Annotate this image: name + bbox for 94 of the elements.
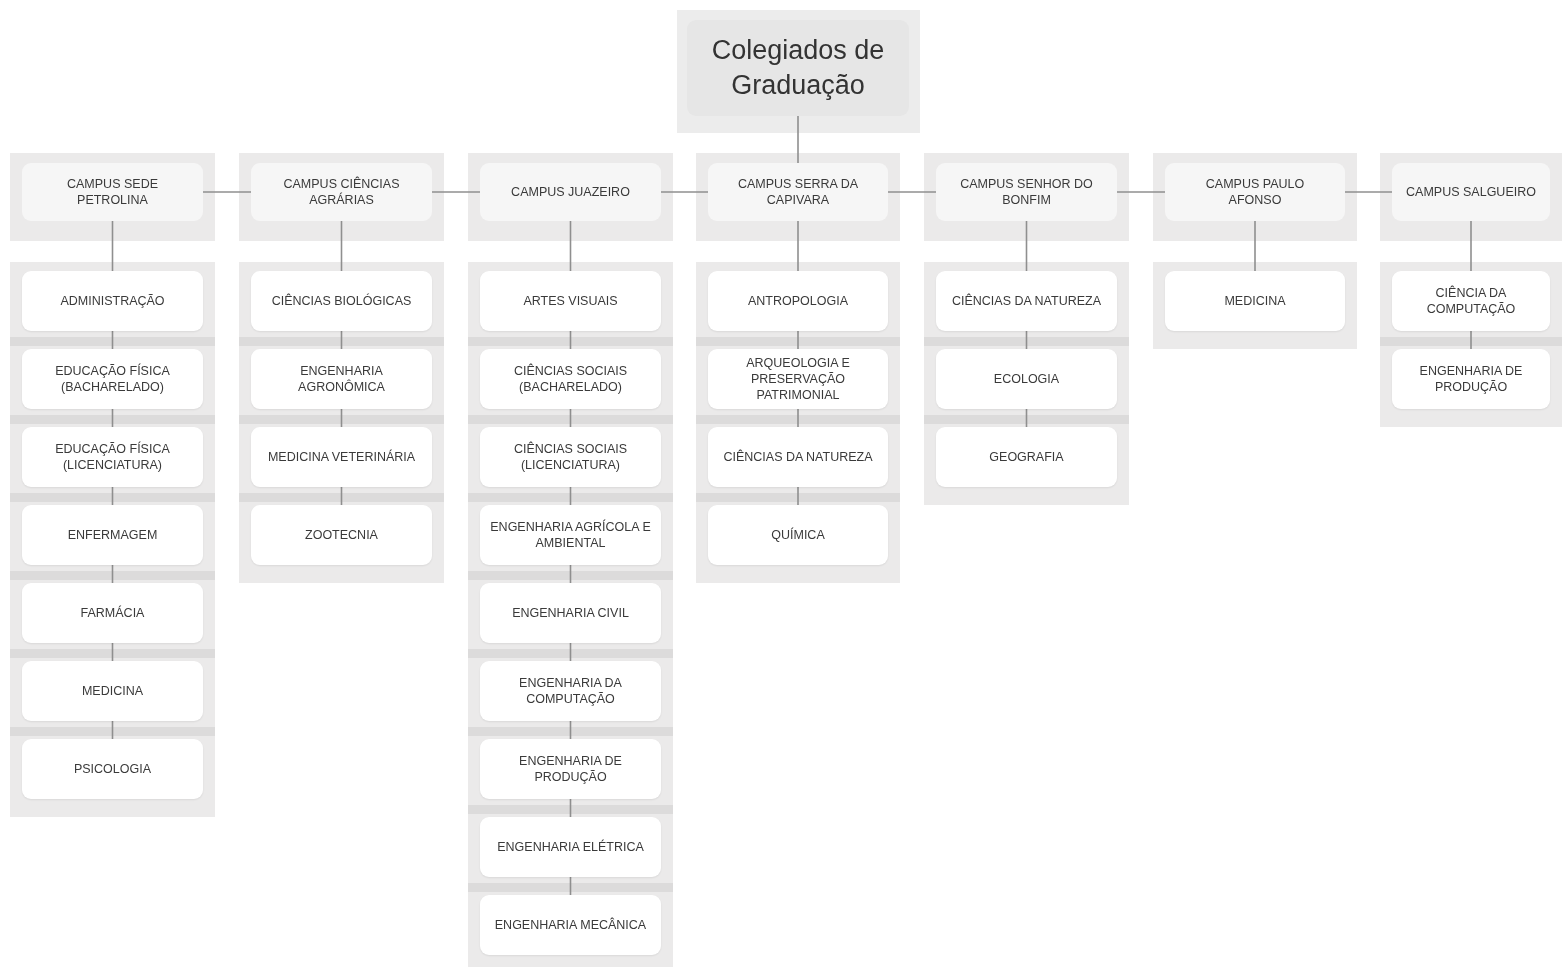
connector-line (1470, 330, 1472, 350)
connector-line (797, 220, 799, 272)
box-label: ENGENHARIA MECÂNICA (494, 917, 647, 933)
box-label: ENGENHARIA DE PRODUÇÃO (518, 753, 623, 785)
connector-line (569, 220, 572, 272)
course-box (251, 505, 432, 565)
course-box (22, 505, 203, 565)
connector-line (660, 191, 709, 193)
course-box (1392, 271, 1550, 331)
box-label: ENFERMAGEM (67, 527, 158, 543)
box-label: ZOOTECNIA (305, 527, 378, 543)
box-label: CIÊNCIAS SOCIAIS (BACHARELADO) (512, 363, 629, 395)
box-label: ENGENHARIA CIVIL (512, 605, 629, 621)
course-box (480, 817, 661, 877)
course-box (22, 583, 203, 643)
box-label: MEDICINA VETERINÁRIA (267, 449, 416, 465)
campus-box (1165, 163, 1345, 221)
box-label: ADMINISTRAÇÃO (60, 293, 165, 309)
box-label: ENGENHARIA AGRÍCOLA E AMBIENTAL (489, 519, 652, 551)
box-label: ECOLOGIA (993, 371, 1060, 387)
course-box (22, 427, 203, 487)
box-label: Colegiados de Graduação (710, 34, 886, 102)
campus-box (1392, 163, 1550, 221)
connector-line (1344, 191, 1393, 193)
course-box (22, 349, 203, 409)
box-label: EDUCAÇÃO FÍSICA (BACHARELADO) (54, 363, 171, 395)
connector-line (797, 330, 799, 350)
box-label: ENGENHARIA ELÉTRICA (497, 839, 644, 855)
connector-line (1470, 220, 1472, 272)
box-label: CAMPUS SENHOR DO BONFIM (959, 176, 1094, 208)
course-box (480, 895, 661, 955)
box-label: ARTES VISUAIS (523, 293, 618, 309)
campus-box (936, 163, 1117, 221)
box-label: QUÍMICA (771, 527, 825, 543)
box-label: GEOGRAFIA (989, 449, 1064, 465)
campus-box (251, 163, 432, 221)
course-box (480, 739, 661, 799)
box-label: ENGENHARIA AGRONÔMICA (297, 363, 386, 395)
box-label: CIÊNCIAS DA NATUREZA (723, 449, 873, 465)
connector-line (1025, 220, 1028, 272)
campus-box (708, 163, 888, 221)
course-box (480, 427, 661, 487)
course-box (1392, 349, 1550, 409)
box-label: CIÊNCIAS DA NATUREZA (951, 293, 1102, 309)
box-label: MEDICINA (81, 683, 144, 699)
connector-line (887, 191, 937, 193)
box-label: MEDICINA (1224, 293, 1286, 309)
connector-line (111, 220, 114, 272)
course-box (480, 349, 661, 409)
box-label: ENGENHARIA DE PRODUÇÃO (1418, 363, 1524, 395)
connector-line (797, 408, 799, 428)
course-box (708, 349, 888, 409)
box-label: CIÊNCIAS BIOLÓGICAS (271, 293, 412, 309)
course-box (936, 349, 1117, 409)
course-box (708, 271, 888, 331)
connector-line (431, 191, 481, 193)
course-box (480, 583, 661, 643)
course-box (22, 739, 203, 799)
course-box (936, 271, 1117, 331)
box-label: CIÊNCIAS SOCIAIS (LICENCIATURA) (512, 441, 629, 473)
title-box (687, 20, 909, 116)
course-box (251, 271, 432, 331)
box-label: CAMPUS JUAZEIRO (511, 184, 630, 200)
connector-line (202, 191, 252, 193)
course-box (22, 271, 203, 331)
box-label: CAMPUS SERRA DA CAPIVARA (736, 176, 860, 208)
box-label: CAMPUS PAULO AFONSO (1204, 176, 1306, 208)
course-box (480, 505, 661, 565)
box-label: ENGENHARIA DA COMPUTAÇÃO (518, 675, 623, 707)
box-label: CIÊNCIA DA COMPUTAÇÃO (1425, 285, 1517, 317)
connector-line (797, 115, 799, 164)
course-box (708, 505, 888, 565)
box-label: CAMPUS SALGUEIRO (1406, 184, 1536, 200)
course-box (936, 427, 1117, 487)
box-label: ARQUEOLOGIA E PRESERVAÇÃO PATRIMONIAL (745, 355, 851, 403)
course-box (251, 427, 432, 487)
connector-line (340, 220, 343, 272)
course-box (480, 271, 661, 331)
connector-line (797, 486, 799, 506)
connector-line (1254, 220, 1256, 272)
connector-line (1116, 191, 1166, 193)
box-label: FARMÁCIA (80, 605, 145, 621)
box-label: EDUCAÇÃO FÍSICA (LICENCIATURA) (54, 441, 171, 473)
campus-box (480, 163, 661, 221)
course-box (251, 349, 432, 409)
box-label: CAMPUS CIÊNCIAS AGRÁRIAS (282, 176, 401, 208)
course-box (1165, 271, 1345, 331)
box-label: PSICOLOGIA (73, 761, 152, 777)
box-label: ANTROPOLOGIA (748, 293, 848, 309)
course-box (708, 427, 888, 487)
campus-box (22, 163, 203, 221)
course-box (22, 661, 203, 721)
box-label: CAMPUS SEDE PETROLINA (66, 176, 159, 208)
course-box (480, 661, 661, 721)
